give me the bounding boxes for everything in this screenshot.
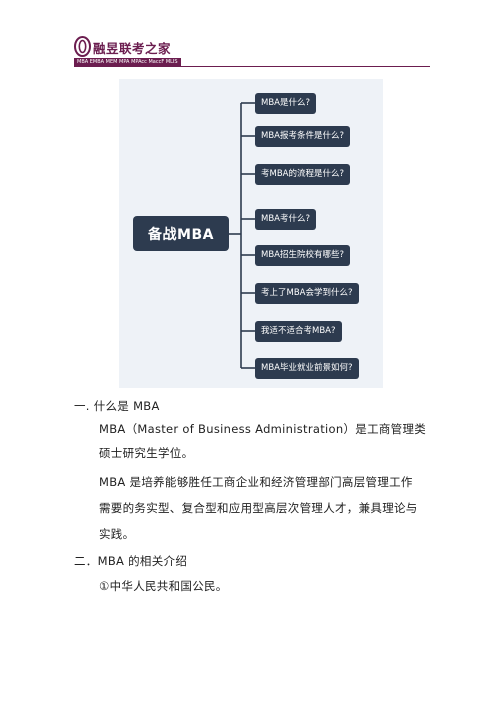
paragraph-line: MBA（Master of Business Administration）是工… — [99, 422, 427, 436]
mindmap-branch: 考上了MBA会学到什么? — [255, 283, 359, 304]
paragraph-line: 硕士研究生学位。 — [99, 446, 194, 460]
mindmap-branch: MBA报考条件是什么? — [255, 126, 350, 147]
brand-name: 融昱联考之家 — [93, 41, 172, 56]
paragraph-line: 需要的务实型、复合型和应用型高层次管理人才，兼具理论与 — [99, 501, 418, 515]
section-heading: 二．MBA 的相关介绍 — [74, 554, 188, 568]
paragraph-line: 实践。 — [99, 527, 135, 541]
brand-subtitle: MBA EMBA MEM MPA MPAcc MaccF MLIS — [74, 58, 181, 67]
list-item: ①中华人民共和国公民。 — [99, 579, 228, 593]
header: 融昱联考之家 MBA EMBA MEM MPA MPAcc MaccF MLIS — [74, 36, 430, 70]
mindmap-branch: MBA毕业就业前景如何? — [255, 358, 359, 379]
paragraph-line: MBA 是培养能够胜任工商企业和经济管理部门高层管理工作 — [99, 475, 413, 489]
mindmap: 备战MBA MBA是什么? MBA报考条件是什么? 考MBA的流程是什么? MB… — [119, 79, 383, 388]
mindmap-branch: MBA招生院校有哪些? — [255, 245, 350, 266]
mindmap-root: 备战MBA — [133, 216, 229, 251]
logo-icon — [74, 36, 91, 57]
section-heading: 一. 什么是 MBA — [74, 399, 160, 413]
header-divider — [100, 66, 430, 67]
mindmap-connectors — [229, 102, 255, 369]
mindmap-branch: 我适不适合考MBA? — [255, 321, 342, 342]
mindmap-branch: MBA是什么? — [255, 93, 316, 114]
mindmap-branch: 考MBA的流程是什么? — [255, 164, 350, 185]
mindmap-branch: MBA考什么? — [255, 209, 316, 230]
